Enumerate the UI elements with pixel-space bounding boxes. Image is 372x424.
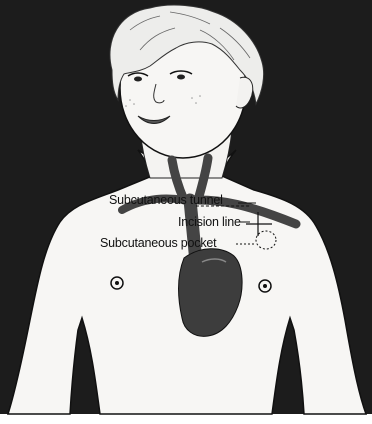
label-subcutaneous-pocket: Subcutaneous pocket [100,237,216,250]
label-subcutaneous-tunnel: Subcutaneous tunnel [109,194,223,207]
left-pupil [134,77,142,82]
label-incision-line: Incision line [178,216,241,229]
right-pupil [177,75,185,80]
bottom-white-strip [0,414,372,424]
